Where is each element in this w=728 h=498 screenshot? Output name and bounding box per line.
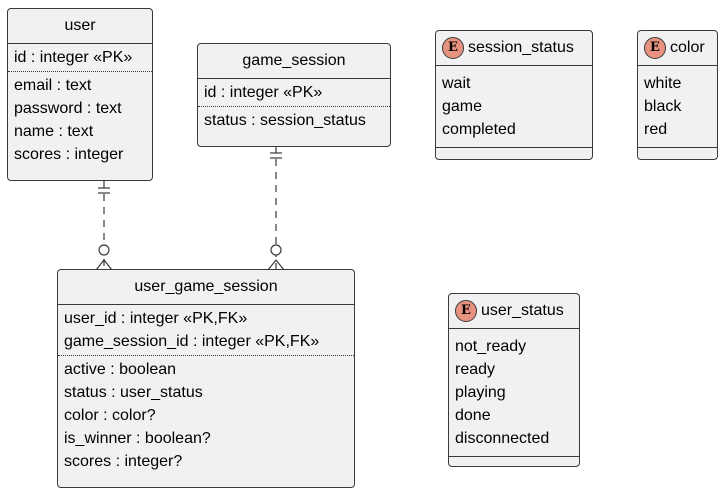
enum-badge-icon: E — [455, 300, 477, 322]
entity-user-game-session[interactable]: user_game_session user_id : integer «PK,… — [57, 269, 355, 488]
key-field: id : integer «PK» — [204, 84, 323, 101]
enum-title: E user_status — [449, 294, 579, 329]
entity-title: game_session — [198, 44, 390, 79]
enum-value: completed — [442, 121, 516, 138]
enum-session-status[interactable]: E session_status wait game completed — [435, 30, 593, 160]
enum-title: E color — [638, 31, 717, 66]
enum-value: done — [455, 407, 491, 424]
field: scores : integer? — [64, 453, 183, 470]
relation-game-session-to-user-game-session — [267, 146, 285, 271]
field: active : boolean — [64, 361, 177, 378]
enum-value: wait — [442, 75, 471, 92]
key-field: game_session_id : integer «PK,FK» — [64, 333, 320, 350]
enum-badge-icon: E — [442, 37, 464, 59]
enum-badge-icon: E — [644, 37, 666, 59]
key-field: id : integer «PK» — [14, 49, 133, 66]
field-section: status : session_status — [198, 107, 390, 134]
enum-value: disconnected — [455, 430, 550, 447]
field: password : text — [14, 100, 122, 117]
field: status : session_status — [204, 112, 366, 129]
enum-name: session_status — [468, 39, 574, 56]
enum-title: E session_status — [436, 31, 592, 66]
entity-title: user_game_session — [58, 270, 354, 305]
field: scores : integer — [14, 146, 124, 163]
enum-values: wait game completed — [436, 66, 592, 148]
entity-game-session[interactable]: game_session id : integer «PK» status : … — [197, 43, 391, 147]
enum-value: not_ready — [455, 338, 527, 355]
relation-user-to-user-game-session — [95, 181, 113, 271]
field-section: email : text password : text name : text… — [8, 72, 152, 168]
field-section: active : boolean status : user_status co… — [58, 356, 354, 475]
key-section: id : integer «PK» — [198, 79, 390, 107]
enum-values: not_ready ready playing done disconnecte… — [449, 329, 579, 457]
field: color : color? — [64, 407, 156, 424]
key-section: id : integer «PK» — [8, 44, 152, 72]
key-field: user_id : integer «PK,FK» — [64, 310, 248, 327]
field: name : text — [14, 123, 94, 140]
enum-value: playing — [455, 384, 506, 401]
enum-name: color — [670, 39, 705, 56]
enum-value: red — [644, 121, 668, 138]
enum-value: black — [644, 98, 682, 115]
enum-name: user_status — [481, 302, 564, 319]
key-section: user_id : integer «PK,FK» game_session_i… — [58, 305, 354, 356]
entity-user[interactable]: user id : integer «PK» email : text pass… — [7, 8, 153, 181]
field: is_winner : boolean? — [64, 430, 211, 447]
field: status : user_status — [64, 384, 203, 401]
enum-value: ready — [455, 361, 496, 378]
enum-values: white black red — [638, 66, 717, 148]
entity-title: user — [8, 9, 152, 44]
field: email : text — [14, 77, 92, 94]
enum-value: white — [644, 75, 682, 92]
enum-value: game — [442, 98, 483, 115]
enum-color[interactable]: E color white black red — [637, 30, 718, 160]
enum-user-status[interactable]: E user_status not_ready ready playing do… — [448, 293, 580, 467]
